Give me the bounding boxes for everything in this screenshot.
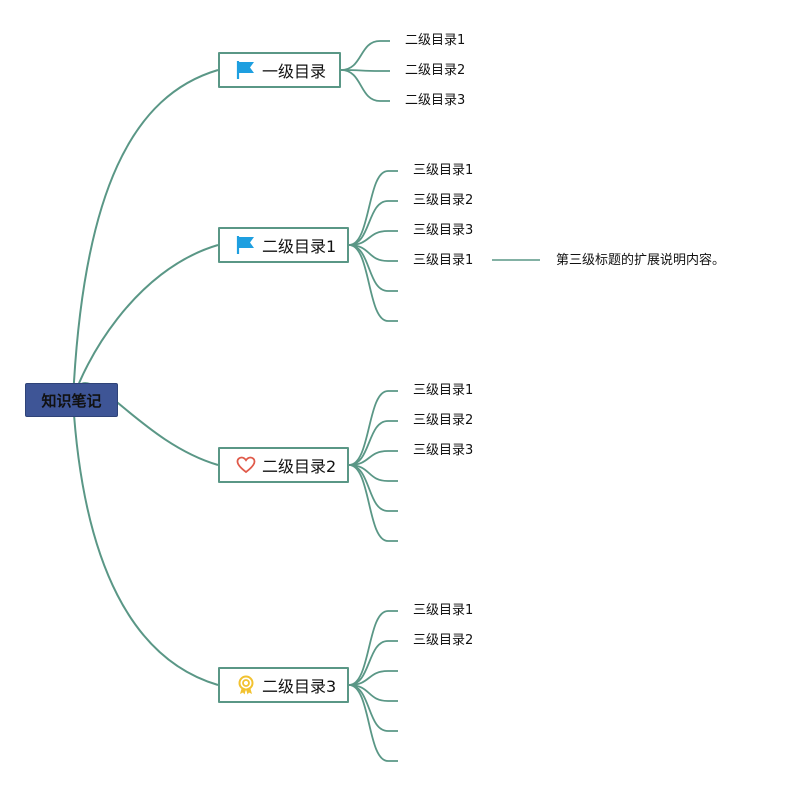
leaf-topic[interactable]: 三级目录2 — [413, 193, 474, 208]
branch-topic-sub-3[interactable]: 二级目录3 — [218, 667, 349, 703]
branch-topic-level-1[interactable]: 一级目录 — [218, 52, 341, 88]
connector-line — [348, 610, 398, 686]
heart-icon — [236, 455, 256, 475]
leaf-topic[interactable]: 二级目录3 — [405, 93, 466, 108]
connector-line — [348, 464, 398, 482]
leaf-topic[interactable]: 三级目录1 — [413, 603, 474, 618]
connector-line — [348, 244, 398, 292]
connector-line — [72, 399, 219, 686]
branch-label: 二级目录1 — [262, 237, 337, 256]
branch-label: 一级目录 — [262, 62, 327, 81]
connector-line — [348, 244, 398, 322]
connector-line — [348, 244, 398, 262]
flag-icon — [236, 235, 256, 255]
connector-line — [348, 684, 398, 762]
connector-line — [348, 230, 398, 246]
connector-line — [348, 684, 398, 732]
connector-line — [348, 420, 398, 466]
connector-line — [348, 464, 398, 512]
connector-line — [340, 40, 390, 71]
central-topic[interactable]: 知识笔记 — [25, 383, 118, 417]
connector-line — [348, 670, 398, 686]
connector-line — [348, 200, 398, 246]
leaf-topic[interactable]: 三级目录1 — [413, 163, 474, 178]
connector-line — [348, 170, 398, 246]
branch-label: 二级目录2 — [262, 457, 337, 476]
leaf-topic[interactable]: 三级目录1 — [413, 253, 474, 268]
connector-line — [72, 244, 219, 401]
connector-line — [348, 464, 398, 542]
leaf-topic[interactable]: 三级目录2 — [413, 413, 474, 428]
connector-line — [348, 390, 398, 466]
central-topic-label: 知识笔记 — [41, 391, 102, 410]
branch-topic-sub-2[interactable]: 二级目录2 — [218, 447, 349, 483]
connector-line — [348, 640, 398, 686]
leaf-topic[interactable]: 二级目录2 — [405, 63, 466, 78]
leaf-topic[interactable]: 三级目录1 — [413, 383, 474, 398]
connector-line — [348, 684, 398, 702]
connector-line — [348, 450, 398, 466]
connector-line — [340, 69, 390, 72]
topic-note: 第三级标题的扩展说明内容。 — [556, 253, 726, 268]
branch-topic-sub-1[interactable]: 二级目录1 — [218, 227, 349, 263]
leaf-topic[interactable]: 二级目录1 — [405, 33, 466, 48]
flag-icon — [236, 60, 256, 80]
connector-line — [340, 69, 390, 102]
leaf-topic[interactable]: 三级目录3 — [413, 223, 474, 238]
leaf-topic[interactable]: 三级目录2 — [413, 633, 474, 648]
award-badge-icon — [236, 675, 256, 695]
connector-line — [72, 69, 219, 401]
branch-label: 二级目录3 — [262, 677, 337, 696]
leaf-topic[interactable]: 三级目录3 — [413, 443, 474, 458]
